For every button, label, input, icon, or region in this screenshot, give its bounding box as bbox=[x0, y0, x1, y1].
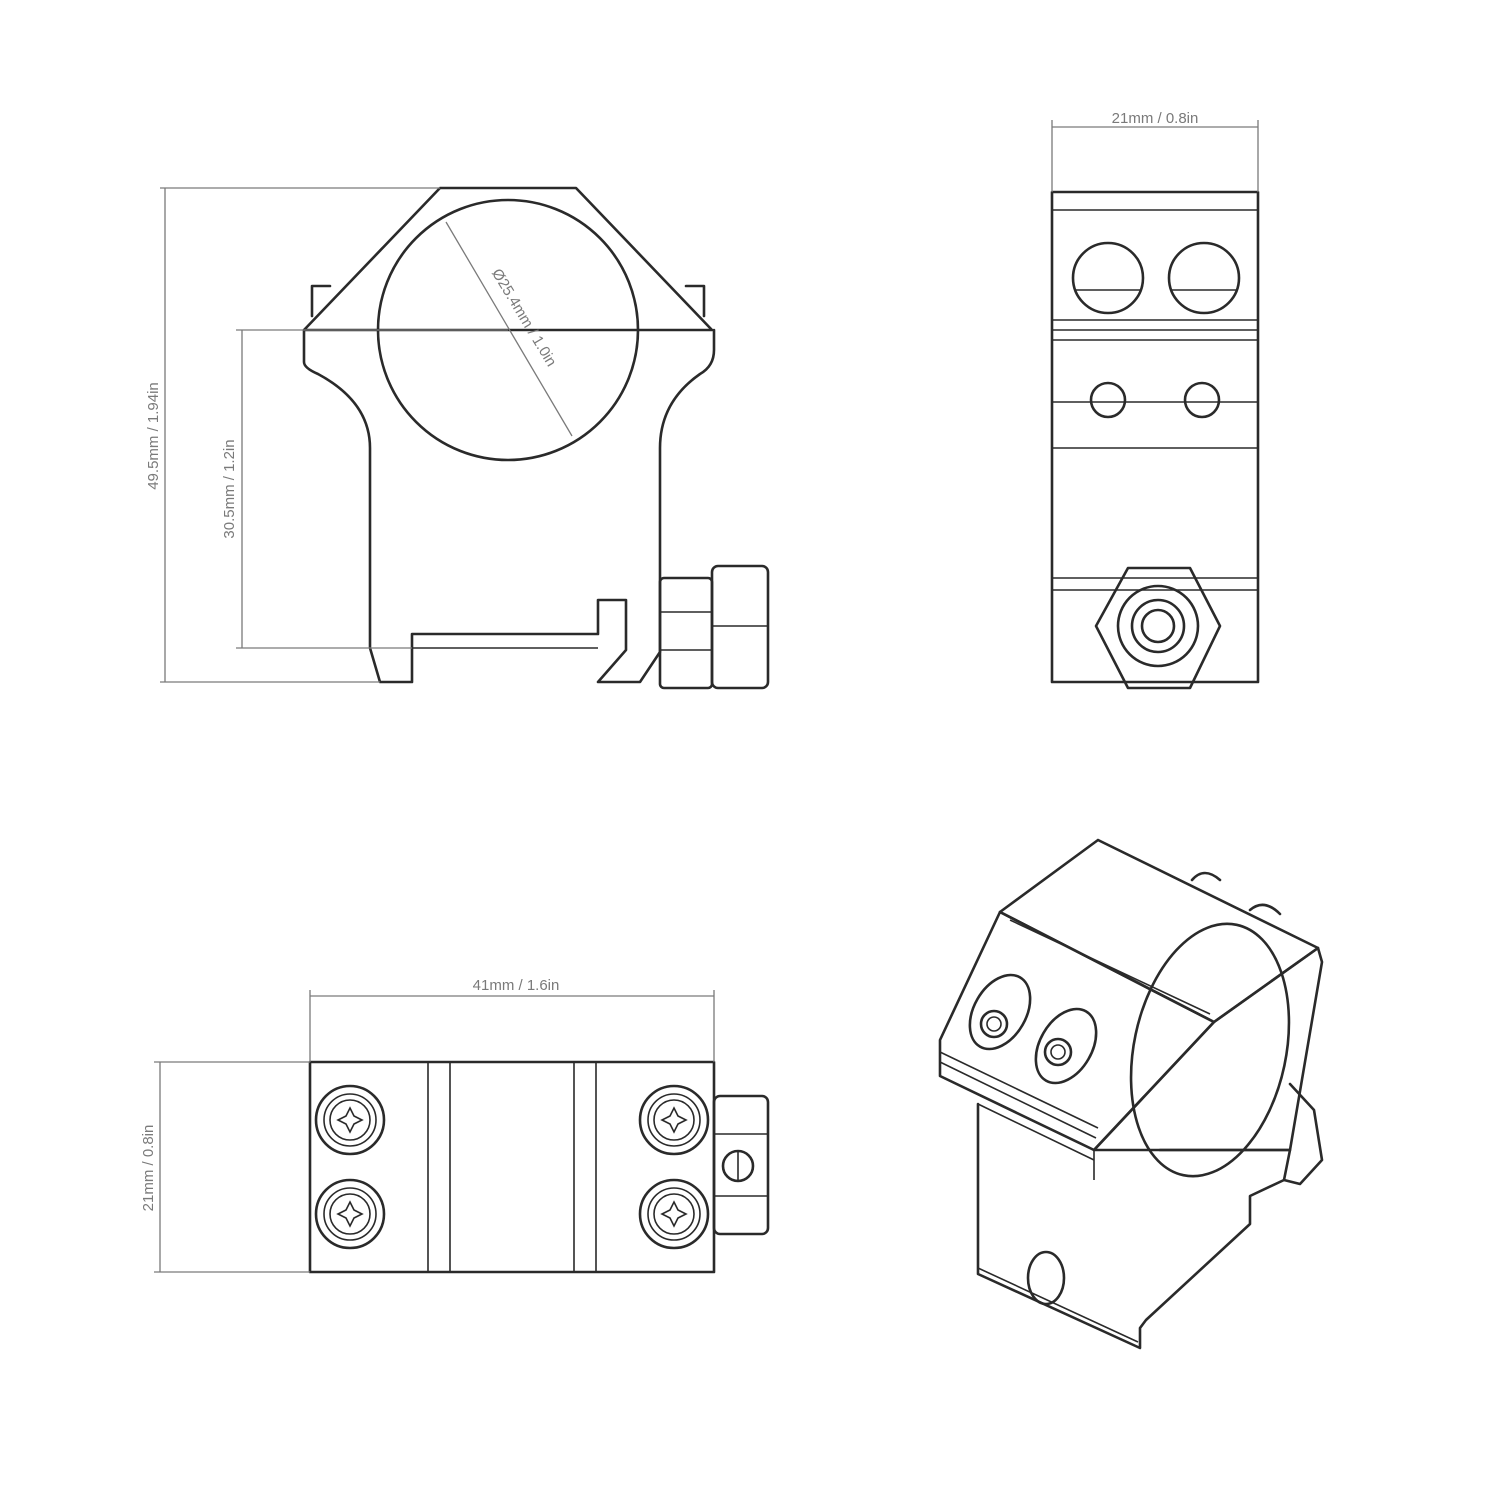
side-hole-right bbox=[1167, 241, 1241, 315]
side-view: 21mm / 0.8in bbox=[1050, 110, 1260, 690]
iso-screw-left bbox=[979, 1009, 1009, 1039]
front-nut-outer bbox=[710, 564, 770, 690]
iso-top-screw-1 bbox=[1190, 871, 1222, 882]
top-width-label: 21mm / 0.8in bbox=[1112, 110, 1199, 127]
top-view: 41mm / 1.6in 21mm / 0.8in bbox=[140, 977, 770, 1274]
iso-rail-line bbox=[977, 1267, 1139, 1343]
isometric-view bbox=[938, 838, 1324, 1350]
iso-screw-right bbox=[1043, 1037, 1073, 1067]
iso-tube-opening bbox=[1129, 922, 1291, 1178]
side-small-hole-right bbox=[1183, 381, 1221, 419]
side-nut-bore bbox=[1140, 608, 1176, 644]
iso-front-face bbox=[938, 910, 1216, 1152]
iso-bottom-hole bbox=[1026, 1250, 1066, 1306]
front-view: 49.5mm / 1.94in 30.5mm / 1.2in Ø25.4mm /… bbox=[145, 186, 770, 690]
iso-split-line-2 bbox=[939, 1061, 1097, 1139]
screw-top-left bbox=[314, 1084, 386, 1156]
torx-icon bbox=[660, 1200, 688, 1228]
iso-hole-left bbox=[968, 973, 1032, 1051]
screw-bottom-left bbox=[314, 1178, 386, 1250]
front-body bbox=[302, 328, 716, 684]
iso-top-screw-2 bbox=[1248, 903, 1282, 916]
front-diameter-line bbox=[445, 221, 573, 437]
iso-lower-body bbox=[976, 1102, 1292, 1350]
side-hex-nut bbox=[1094, 566, 1222, 690]
side-hole-left bbox=[1071, 241, 1145, 315]
torx-icon bbox=[660, 1106, 688, 1134]
top-view-nut bbox=[712, 1094, 770, 1236]
screw-top-right bbox=[638, 1084, 710, 1156]
bottom-length-label: 41mm / 1.6in bbox=[473, 977, 560, 994]
front-top-clamp bbox=[302, 186, 714, 332]
iso-lower-top-edge bbox=[977, 1103, 1095, 1161]
torx-icon bbox=[336, 1200, 364, 1228]
torx-icon bbox=[336, 1106, 364, 1134]
front-nut-inner bbox=[658, 576, 714, 690]
overall-height-label: 49.5mm / 1.94in bbox=[145, 382, 162, 490]
side-nut-washer bbox=[1116, 584, 1200, 668]
torx-icon bbox=[986, 1016, 1002, 1032]
front-right-screw-stub bbox=[684, 284, 706, 318]
front-left-screw-stub bbox=[310, 284, 332, 318]
side-body bbox=[1050, 190, 1260, 684]
side-nut-ring bbox=[1130, 598, 1186, 654]
bottom-width-label: 21mm / 0.8in bbox=[140, 1125, 157, 1212]
torx-icon bbox=[1050, 1044, 1066, 1060]
side-small-hole-left bbox=[1089, 381, 1127, 419]
iso-top-edge bbox=[1009, 919, 1211, 1015]
iso-side-nut bbox=[1282, 1082, 1324, 1186]
iso-right-face bbox=[1092, 946, 1324, 1152]
iso-split-line-1 bbox=[939, 1051, 1099, 1129]
iso-hole-right bbox=[1034, 1007, 1098, 1085]
center-height-label: 30.5mm / 1.2in bbox=[221, 439, 238, 538]
screw-bottom-right bbox=[638, 1178, 710, 1250]
